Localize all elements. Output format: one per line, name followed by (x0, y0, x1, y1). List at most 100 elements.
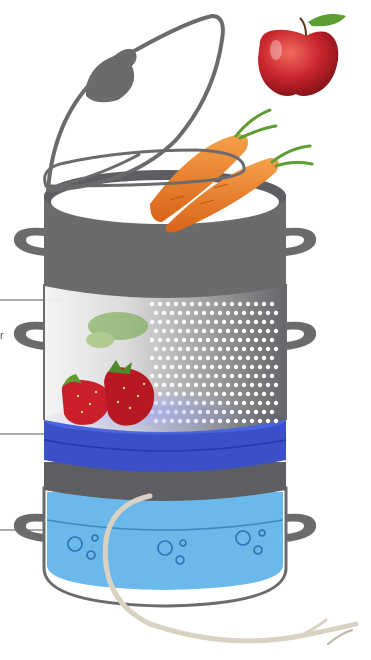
basket-hole (214, 302, 218, 306)
basket-hole (190, 356, 194, 360)
basket-hole (230, 302, 234, 306)
basket-hole (206, 374, 210, 378)
basket-hole (246, 410, 250, 414)
basket-hole (230, 392, 234, 396)
basket-hole (262, 410, 266, 414)
basket-hole (250, 311, 254, 315)
basket-hole (274, 365, 278, 369)
basket-hole (258, 329, 262, 333)
basket-hole (226, 383, 230, 387)
basket-hole (242, 419, 246, 423)
basket-hole (262, 356, 266, 360)
basket-hole (154, 365, 158, 369)
basket-hole (158, 356, 162, 360)
basket-hole (258, 383, 262, 387)
basket-hole (226, 311, 230, 315)
basket-hole (206, 320, 210, 324)
basket-hole (178, 383, 182, 387)
basket-hole (194, 347, 198, 351)
basket-hole (222, 356, 226, 360)
basket-hole (274, 347, 278, 351)
basket-hole (238, 356, 242, 360)
basket-hole (186, 311, 190, 315)
basket-hole (246, 392, 250, 396)
basket-hole (182, 338, 186, 342)
basket-hole (242, 365, 246, 369)
basket-hole (270, 410, 274, 414)
basket-hole (222, 374, 226, 378)
basket-hole (154, 383, 158, 387)
basket-hole (206, 356, 210, 360)
basket-hole (198, 302, 202, 306)
basket-hole (238, 392, 242, 396)
basket-hole (258, 419, 262, 423)
basket-hole (150, 374, 154, 378)
basket-hole (194, 311, 198, 315)
basket-hole (162, 383, 166, 387)
basket-hole (230, 320, 234, 324)
basket-hole (166, 338, 170, 342)
basket-hole (202, 329, 206, 333)
basket-hole (266, 401, 270, 405)
basket-hole (158, 302, 162, 306)
basket-hole (214, 338, 218, 342)
basket-hole (230, 374, 234, 378)
basket-hole (190, 338, 194, 342)
basket-hole (258, 347, 262, 351)
basket-hole (234, 329, 238, 333)
basket-hole (158, 374, 162, 378)
basket-hole (270, 392, 274, 396)
basket-hole (242, 347, 246, 351)
basket-hole (162, 329, 166, 333)
basket-hole (202, 365, 206, 369)
basket-hole (182, 356, 186, 360)
basket-hole (178, 311, 182, 315)
basket-hole (174, 302, 178, 306)
basket-hole (270, 302, 274, 306)
basket-hole (246, 302, 250, 306)
basket-hole (190, 320, 194, 324)
basket-hole (210, 311, 214, 315)
basket-hole (218, 383, 222, 387)
basket-hole (262, 374, 266, 378)
basket-hole (158, 320, 162, 324)
basket-hole (178, 365, 182, 369)
basket-hole (178, 329, 182, 333)
basket-hole (250, 347, 254, 351)
basket-label-fragment: r (0, 330, 4, 342)
basket-hole (222, 392, 226, 396)
basket-hole (266, 383, 270, 387)
basket-hole (234, 347, 238, 351)
basket-hole (238, 338, 242, 342)
basket-hole (178, 347, 182, 351)
basket-hole (234, 365, 238, 369)
basket-hole (222, 338, 226, 342)
basket-hole (238, 374, 242, 378)
basket-hole (246, 320, 250, 324)
basket-hole (154, 329, 158, 333)
basket-hole (174, 320, 178, 324)
basket-hole (186, 329, 190, 333)
basket-hole (258, 311, 262, 315)
basket-hole (254, 302, 258, 306)
basket-hole (210, 347, 214, 351)
basket-hole (218, 365, 222, 369)
basket-hole (254, 392, 258, 396)
basket-hole (226, 329, 230, 333)
basket-hole (150, 338, 154, 342)
basket-hole (218, 311, 222, 315)
basket-hole (154, 311, 158, 315)
basket-hole (254, 356, 258, 360)
basket-hole (214, 320, 218, 324)
basket-hole (250, 365, 254, 369)
basket-hole (270, 320, 274, 324)
basket-hole (206, 338, 210, 342)
basket-hole (210, 365, 214, 369)
basket-hole (266, 365, 270, 369)
basket-hole (214, 374, 218, 378)
basket-hole (154, 347, 158, 351)
basket-hole (150, 320, 154, 324)
basket-hole (214, 356, 218, 360)
basket-hole (190, 302, 194, 306)
